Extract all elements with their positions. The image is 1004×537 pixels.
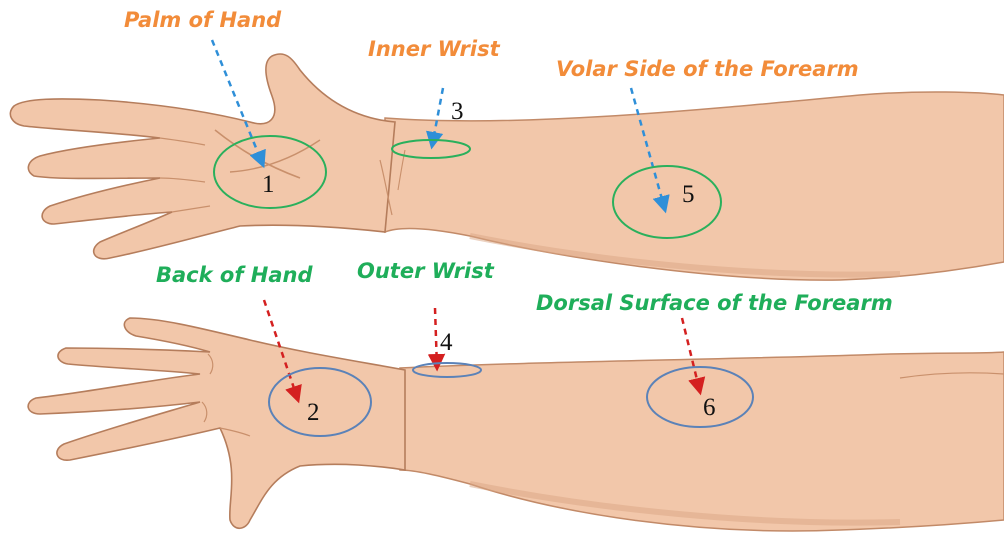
label-back-of-hand: Back of Hand — [156, 263, 313, 287]
site-number-5: 5 — [682, 181, 695, 208]
back-hand-shape — [28, 318, 405, 528]
site-number-4: 4 — [440, 329, 453, 356]
palm-hand-shape — [10, 54, 395, 259]
label-volar-forearm: Volar Side of the Forearm — [556, 57, 859, 81]
label-inner-wrist: Inner Wrist — [368, 37, 501, 61]
back-side-arm-illustration — [28, 318, 1004, 531]
palm-side-arm-illustration — [10, 54, 1004, 280]
site-number-3: 3 — [451, 98, 464, 125]
site-number-6: 6 — [703, 394, 716, 421]
label-palm-of-hand: Palm of Hand — [124, 8, 282, 32]
site-number-2: 2 — [307, 399, 320, 426]
site-number-1: 1 — [262, 171, 275, 198]
label-dorsal-forearm: Dorsal Surface of the Forearm — [536, 291, 893, 315]
arrow-outer-wrist — [435, 308, 437, 368]
volar-forearm-shape — [385, 92, 1004, 280]
dorsal-forearm-shape — [400, 352, 1004, 531]
label-outer-wrist: Outer Wrist — [357, 259, 495, 283]
